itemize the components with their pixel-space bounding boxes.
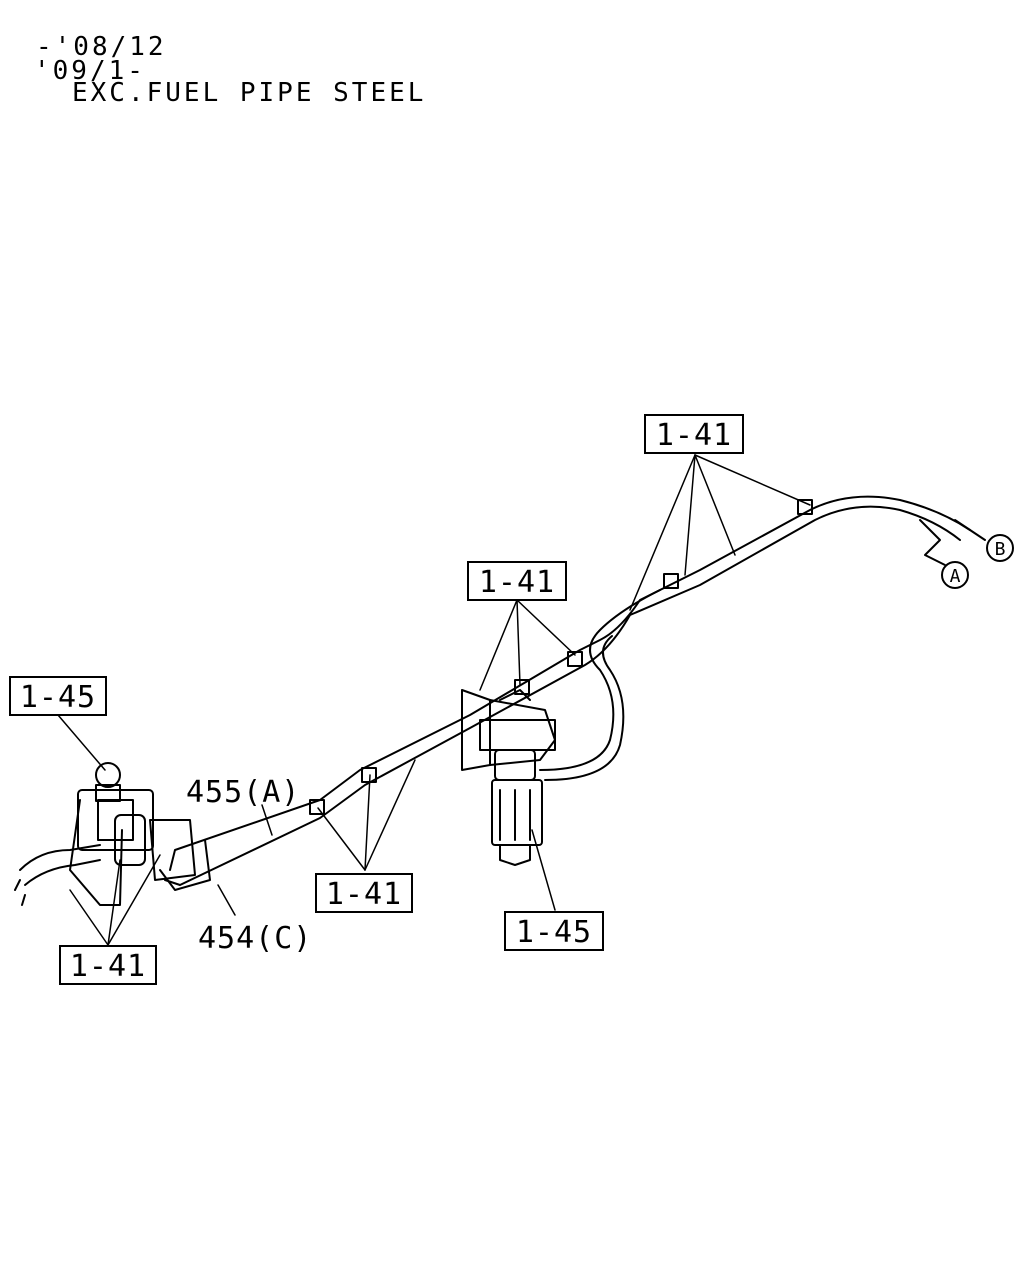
connector-b-circle [986,534,1014,562]
callout-left-filter: 1-45 [20,680,96,715]
fuel-pipe-return-2 [544,635,625,781]
clip-2 [663,573,679,589]
callout-box-lower-mid [315,873,413,913]
clip-1 [797,499,813,515]
clip-3 [567,651,583,667]
clip-4 [514,679,530,695]
mid-filter-assembly [461,689,556,866]
connector-b-label: B [995,539,1006,560]
callout-box-mid-bracket [467,561,567,601]
callout-top-right: 1-41 [656,418,732,453]
callout-lower-mid: 1-41 [326,877,402,912]
callout-box-left-bottom [59,945,157,985]
callout-box-top-right [644,414,744,454]
fuel-pipe-lower [164,505,961,886]
fuel-pipe-upper [169,495,971,871]
connector-a-label: A [950,566,961,587]
part-label-455a: 455(A) [186,775,300,810]
fuel-pipe-return [539,589,661,771]
connector-b-lead [954,519,986,541]
callout-box-right-filter [504,911,604,951]
header-line-2: '09/1- [34,56,146,86]
callout-box-left-filter [9,676,107,716]
callout-mid-bracket: 1-41 [479,565,555,600]
header-line-3: EXC.FUEL PIPE STEEL [72,78,427,108]
part-label-454c: 454(C) [198,921,312,956]
callout-right-filter: 1-45 [516,915,592,950]
connector-a-circle [941,561,969,589]
clip-6 [309,799,325,815]
header-line-1: -'08/12 [36,32,167,62]
connector-a-lead [919,519,946,566]
left-filter-assembly [14,762,211,906]
callout-left-bottom: 1-41 [70,949,146,984]
